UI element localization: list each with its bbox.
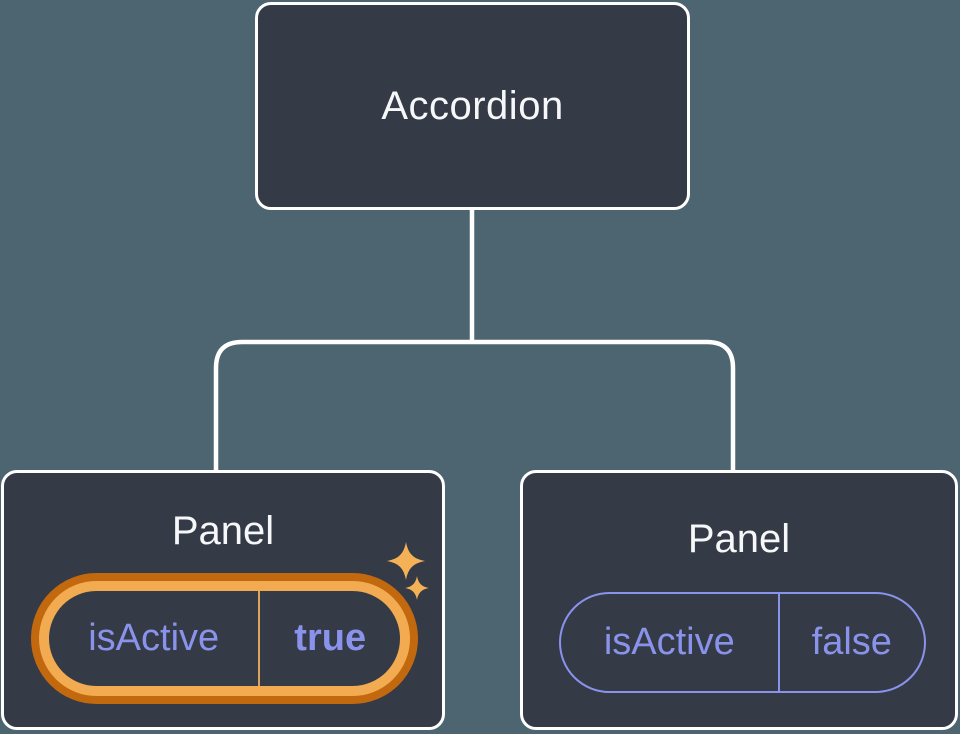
state-pill-active: isActive true [49,591,400,686]
state-prop-name: isActive [88,617,220,659]
state-prop-value: false [811,621,892,663]
pill-divider [777,594,780,691]
pill-divider [258,591,261,686]
state-prop-name: isActive [603,621,735,663]
state-pill-inactive: isActive false [559,592,926,693]
state-highlight-ring: isActive true [31,573,418,704]
panel-node-active: Panel isActive true [1,470,445,730]
panel-node-label: Panel [171,509,275,553]
panel-node-inactive: Panel isActive false [520,470,958,730]
sparkle-icon-small [405,576,429,600]
root-node-label: Accordion [381,83,564,128]
sparkle-icon-large [387,542,425,580]
state-prop-value: true [294,617,367,659]
root-node-accordion: Accordion [255,2,690,210]
panel-node-label: Panel [687,517,791,561]
connector-branch-bracket [213,339,736,470]
